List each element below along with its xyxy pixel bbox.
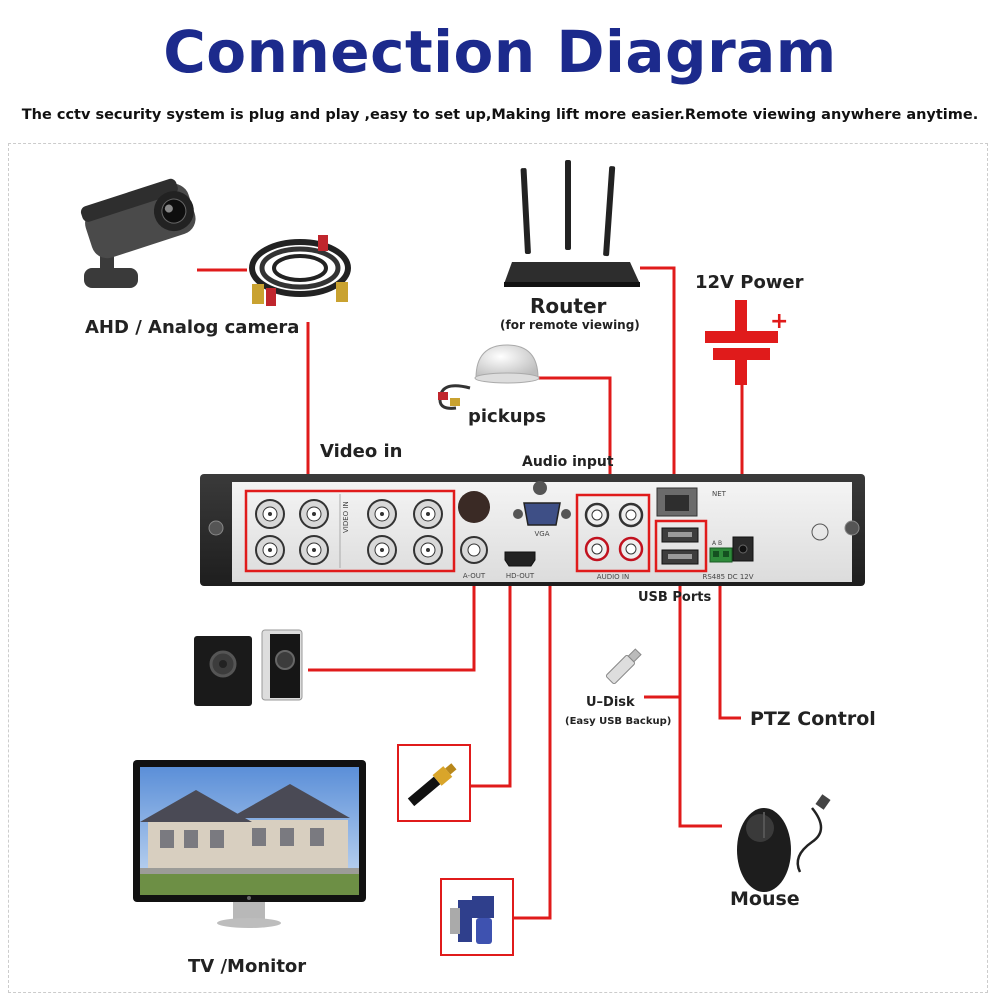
wire-speakers-aout	[308, 578, 476, 672]
rca-connector[interactable]	[618, 502, 644, 528]
rs485-terminal[interactable]	[709, 547, 733, 563]
bnc-connector[interactable]	[299, 499, 329, 529]
vga-panel-label: VGA	[534, 530, 549, 538]
dvr-inset	[232, 482, 852, 582]
dc-power-symbol-icon	[705, 300, 778, 385]
hd-out-panel-label: HD-OUT	[506, 572, 535, 580]
udisk-sublabel: (Easy USB Backup)	[565, 716, 672, 727]
router-label: Router	[530, 294, 607, 318]
a-out-cap	[458, 491, 490, 523]
audio-in-panel-label: AUDIO IN	[597, 573, 629, 581]
bnc-connector[interactable]	[299, 535, 329, 565]
pickups-label: pickups	[468, 406, 547, 427]
audio-input-label: Audio input	[522, 454, 614, 470]
screw-right	[844, 520, 860, 536]
power-label: 12V Power	[695, 272, 804, 293]
bnc-connector[interactable]	[413, 535, 443, 565]
bnc-connector[interactable]	[255, 499, 285, 529]
wire-usb-mouse	[678, 697, 722, 828]
usb-port[interactable]	[661, 527, 699, 543]
subtitle: The cctv security system is plug and pla…	[21, 107, 979, 123]
dc-power-port[interactable]	[732, 536, 754, 562]
vga-port[interactable]	[513, 502, 571, 526]
power-plus-sign: +	[770, 309, 788, 334]
net-panel-label: NET	[712, 490, 727, 498]
usb-ports-label: USB Ports	[638, 590, 712, 605]
router-icon	[504, 160, 640, 287]
net-port[interactable]	[656, 487, 698, 517]
mouse-label: Mouse	[730, 888, 800, 910]
camera-label: AHD / Analog camera	[85, 317, 300, 338]
udisk-label: U–Disk	[586, 695, 635, 710]
tv-monitor-label: TV /Monitor	[188, 956, 307, 977]
usb-flash-drive-icon	[605, 648, 642, 685]
video-in-highlight	[244, 489, 456, 573]
bnc-connector[interactable]	[413, 499, 443, 529]
screw-left	[208, 520, 224, 536]
video-in-label: Video in	[320, 441, 403, 462]
wires	[197, 266, 744, 920]
audio-in-highlight	[575, 493, 651, 573]
a-out-connector[interactable]	[460, 536, 488, 564]
pickup-mic-icon	[438, 344, 540, 410]
router-sublabel: (for remote viewing)	[500, 318, 640, 332]
video-in-panel-label: VIDEO IN	[342, 501, 350, 533]
usb-highlight	[654, 519, 708, 573]
hdmi-cable-icon	[407, 763, 457, 807]
speakers-icon	[194, 629, 303, 706]
bnc-connectors	[255, 499, 443, 565]
bnc-connector[interactable]	[367, 499, 397, 529]
rca-connector[interactable]	[584, 502, 610, 528]
cable-coil-icon	[249, 235, 351, 306]
vga-cable-icon	[450, 896, 494, 944]
svg-text:A B: A B	[712, 540, 722, 547]
wire-pickups-audio	[535, 376, 612, 498]
tv-monitor-icon	[133, 760, 366, 928]
usb-port[interactable]	[661, 549, 699, 565]
vga-screw	[533, 481, 547, 495]
mouse-icon	[737, 794, 831, 892]
wire-vga	[514, 538, 552, 920]
dvr-rear-panel: VIDEO IN A-OUT VGA HD-OUT AUDIO IN	[200, 474, 865, 586]
a-out-panel-label: A-OUT	[463, 572, 486, 580]
bullet-camera-icon	[80, 178, 196, 288]
hdmi-port[interactable]	[504, 551, 536, 567]
ptz-label: PTZ Control	[750, 708, 876, 730]
diagram-frame	[8, 143, 988, 993]
bnc-connector[interactable]	[367, 535, 397, 565]
rca-connector[interactable]	[618, 536, 644, 562]
bnc-connector[interactable]	[255, 535, 285, 565]
wire-router-net	[640, 266, 676, 496]
rs485-panel-label: RS485 DC 12V	[702, 573, 753, 581]
wire-hdmi	[470, 578, 512, 788]
rca-connectors	[584, 502, 644, 562]
page-title: Connection Diagram	[163, 18, 837, 86]
rca-connector[interactable]	[584, 536, 610, 562]
wire-ptz	[718, 578, 741, 720]
ce-mark	[811, 523, 829, 541]
